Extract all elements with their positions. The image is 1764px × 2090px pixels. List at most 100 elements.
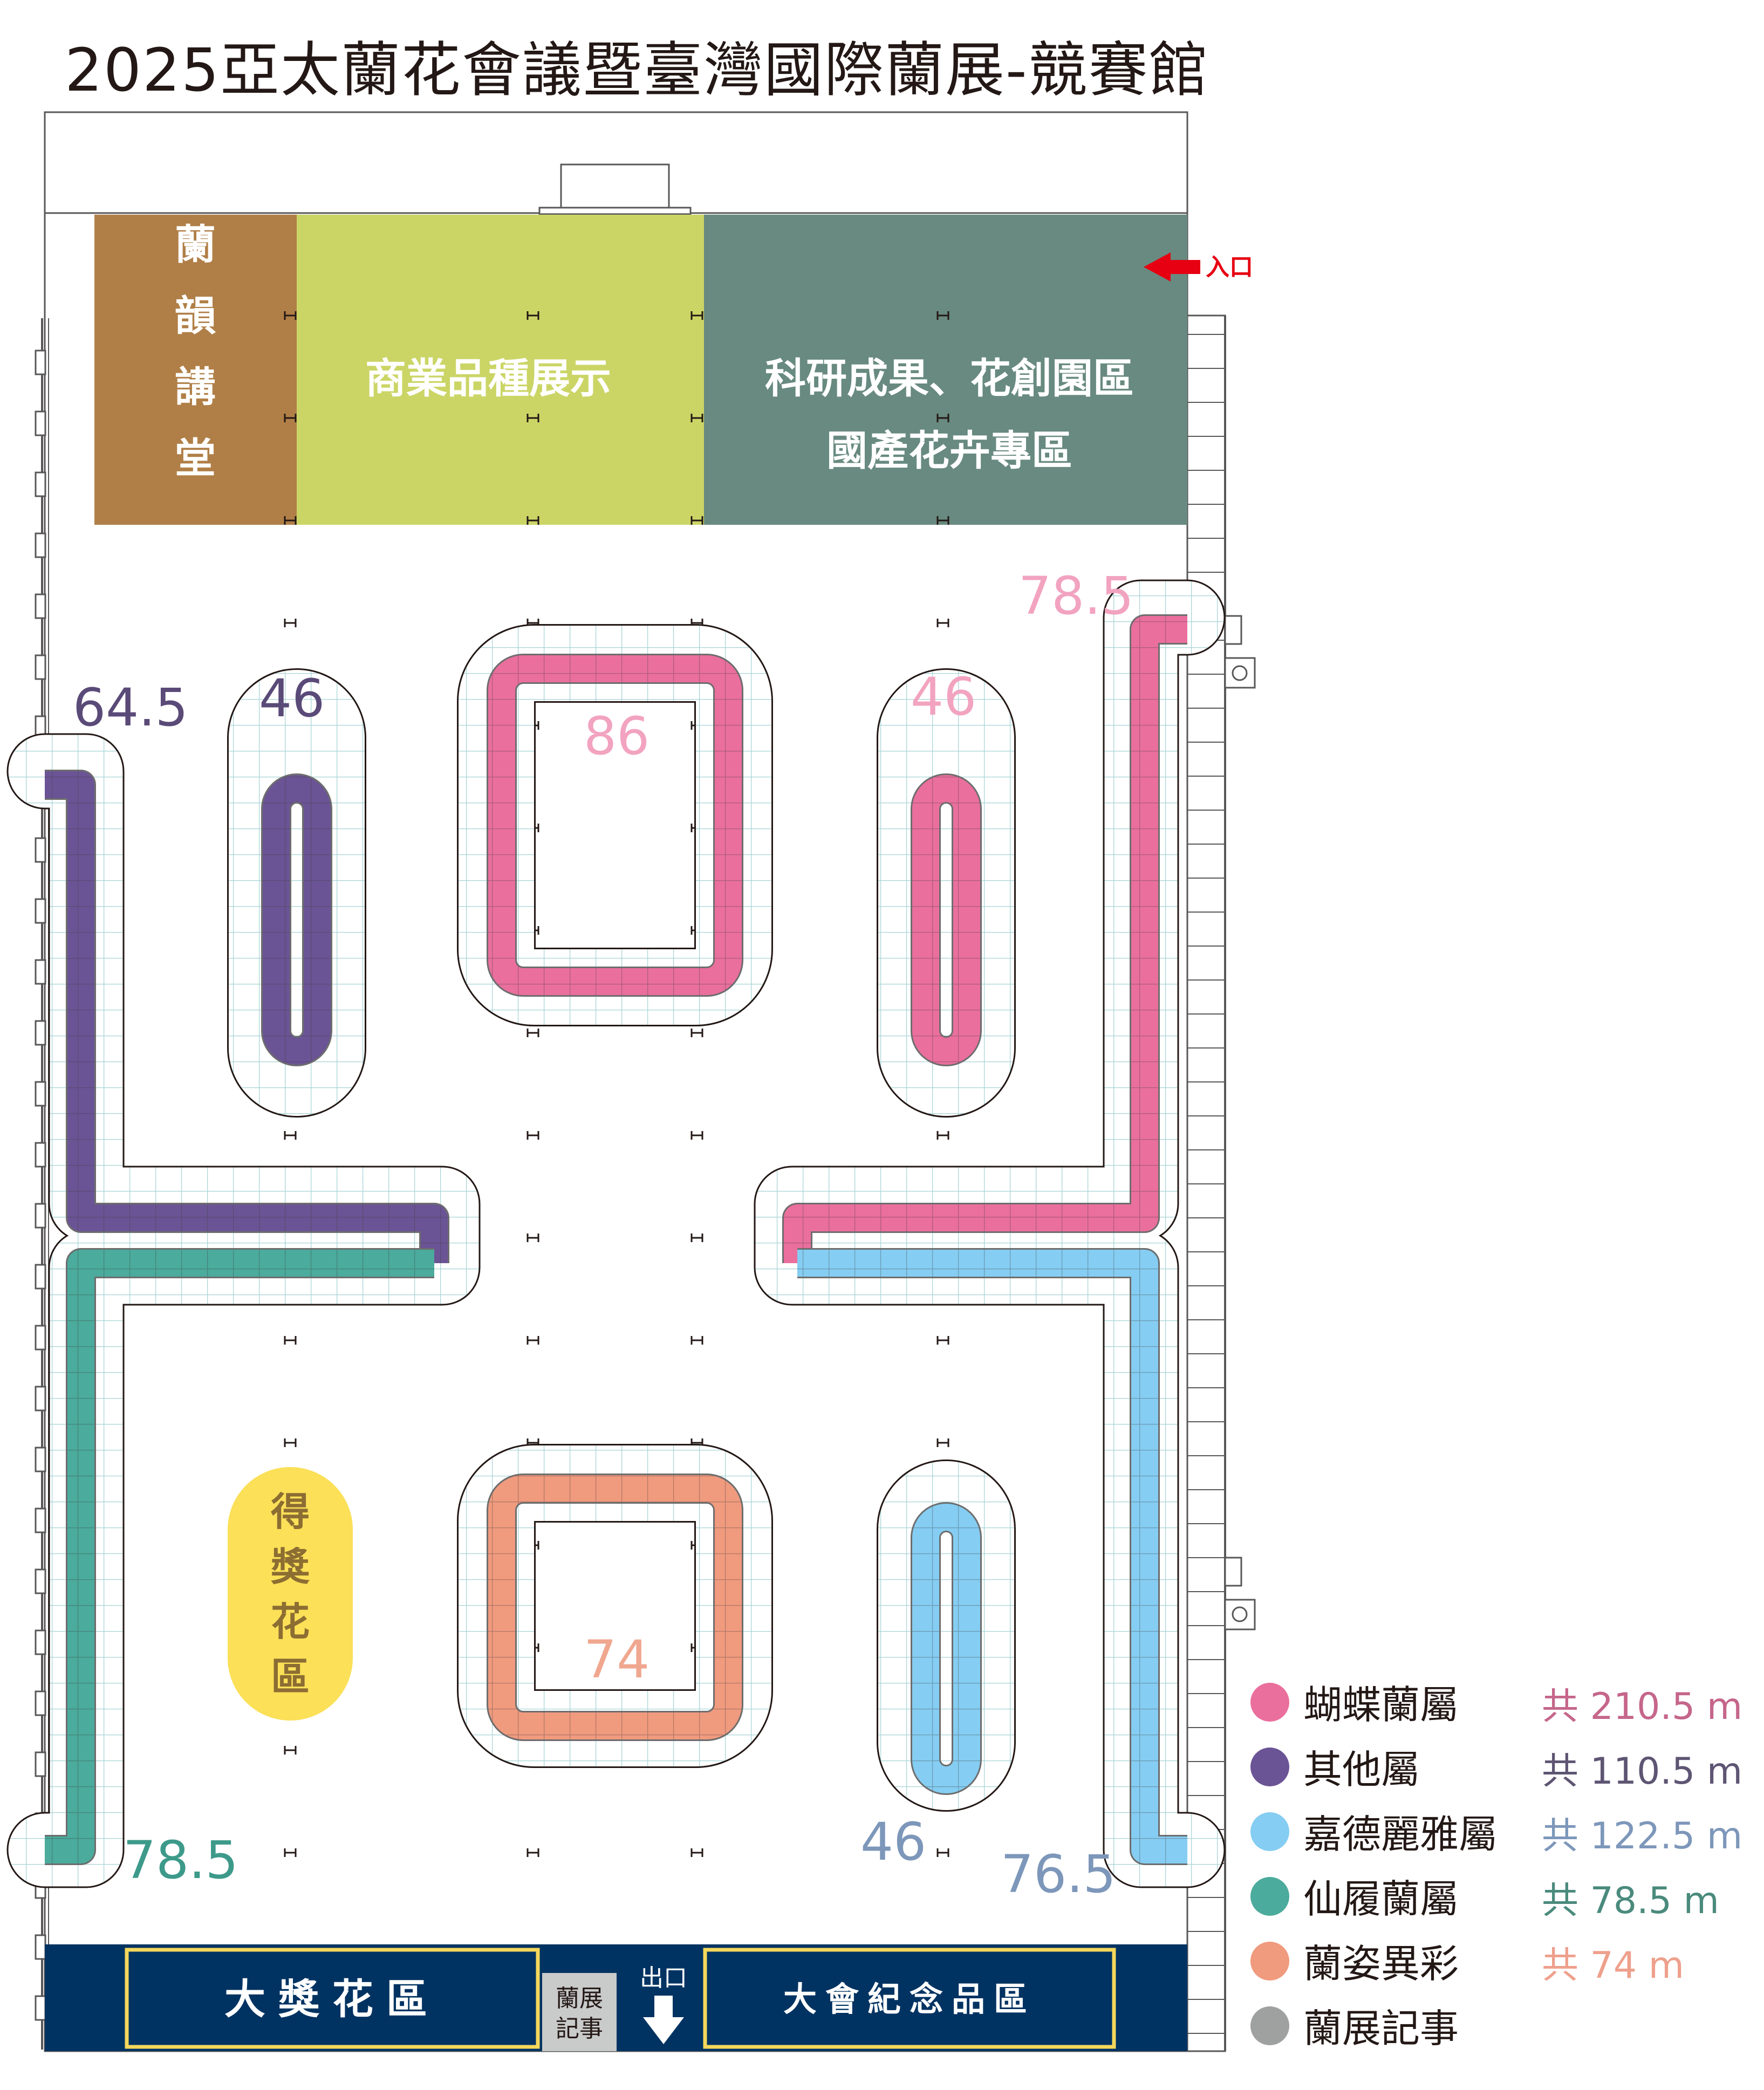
display-tracks [6,579,1226,1888]
column-marker [284,1848,297,1857]
wall-column [35,1264,46,1290]
legend-item: 蝴蝶蘭屬 共 210.5 m [1250,1671,1758,1736]
wall-column [35,898,46,924]
segment-center-bottom: 74 [584,1629,649,1690]
wall-column [35,959,46,985]
souvenir-label: 大會紀念品區 [783,1979,1036,2019]
column-marker [936,1131,949,1140]
legend-item: 仙履蘭屬 共 78.5 m [1250,1865,1758,1930]
legend-swatch [1250,1812,1289,1851]
wall-column [35,1020,46,1046]
legend-name: 蘭姿異彩 [1303,1941,1459,1986]
rail-phal-right [782,614,1187,1263]
column-marker [284,1438,297,1447]
legend-item: 蘭展記事 [1250,1995,1758,2059]
column-marker [527,1336,539,1345]
column-marker [936,1336,949,1345]
legend-name: 仙履蘭屬 [1303,1876,1459,1922]
track-base-cattleya-island [877,1459,1016,1812]
exit-marker[interactable]: 出口 [640,1964,687,2044]
top-stage [538,163,692,215]
wall-column [35,1629,46,1655]
zone-lecture[interactable] [94,215,297,525]
zone-research[interactable] [704,215,1187,525]
rail-center-bottom [487,1474,743,1741]
column-marker [284,1746,297,1755]
wall-column [35,532,46,558]
wall-column [35,1751,46,1777]
entrance-marker[interactable]: 入口 [1144,252,1253,282]
zone-souvenir[interactable]: 大會紀念品區 [703,1948,1116,2049]
wall-column [35,1447,46,1472]
zone-award[interactable]: 得獎花區 [228,1467,353,1721]
legend-total: 共 110.5 m [1542,1750,1743,1793]
column-marker [690,414,703,422]
segment-others-left: 64.5 [73,677,188,738]
wall-column [35,593,46,619]
legend-total: 共 210.5 m [1542,1685,1743,1728]
wall-column [35,837,46,863]
wall-column [35,350,46,375]
rail-others-left [45,770,449,1263]
zone-journal[interactable]: 蘭展記事 [542,1973,617,2051]
rail-paph-left [45,1248,434,1865]
legend-swatch [1250,2006,1289,2045]
segment-cattleya-island: 46 [860,1812,926,1872]
column-marker [527,414,539,422]
wall-column [35,1142,46,1168]
wall-column [35,1507,46,1533]
zone-big-award[interactable]: 大獎花區 [125,1948,540,2049]
column-marker [284,1336,297,1345]
column-marker [284,516,297,525]
legend-item: 其他屬 共 110.5 m [1250,1736,1758,1800]
award-char-4: 區 [271,1654,310,1700]
legend-total: 共 74 m [1542,1944,1684,1987]
wall-column [35,1995,46,2021]
lecture-char-4: 堂 [175,434,216,482]
rail-cattleya-island [911,1502,982,1795]
legend-name: 蝴蝶蘭屬 [1303,1682,1459,1728]
column-marker [284,1131,297,1140]
column-marker [527,311,539,320]
rail-phal-island [911,773,982,1066]
segment-phal-island: 46 [911,667,976,727]
column-marker [936,1438,949,1447]
award-char-2: 獎 [271,1544,310,1589]
column-marker [936,1848,949,1857]
zone-commercial[interactable] [297,215,704,525]
entrance-label: 入口 [1206,253,1253,281]
column-marker [690,1848,703,1857]
research-label-line2: 國產花卉專區 [826,427,1072,475]
rail-others-island [261,773,332,1066]
segment-paph-left: 78.5 [123,1830,238,1890]
wall-column [35,410,46,436]
wall-column [35,1690,46,1716]
legend-swatch [1250,1877,1289,1916]
wall-column [35,1081,46,1107]
legend-item: 嘉德麗雅屬共 122.5 m [1250,1800,1758,1865]
legend-name: 其他屬 [1303,1747,1420,1792]
legend-swatch [1250,1683,1289,1722]
commercial-label: 商業品種展示 [365,354,611,402]
segment-others-island: 46 [259,668,325,729]
research-label-line1: 科研成果、花創園區 [765,354,1134,402]
wall-column [35,1568,46,1594]
column-marker [527,1131,539,1140]
wall-column [35,1934,46,1960]
column-marker [527,1234,539,1242]
legend-total: 共 78.5 m [1542,1880,1719,1922]
column-marker [936,619,949,627]
arrow-down-icon [643,1996,684,2044]
right-corridor [1186,314,1256,2052]
segment-phal-right: 78.5 [1018,566,1134,626]
big-award-label: 大獎花區 [224,1975,440,2023]
column-marker [527,516,539,525]
legend-swatch [1250,1942,1289,1981]
wall-column [35,654,46,680]
column-marker [690,1234,703,1242]
wall-column [35,1203,46,1229]
rail-center-top [487,654,743,997]
award-char-1: 得 [271,1489,310,1534]
rail-cattleya-right [797,1248,1187,1865]
